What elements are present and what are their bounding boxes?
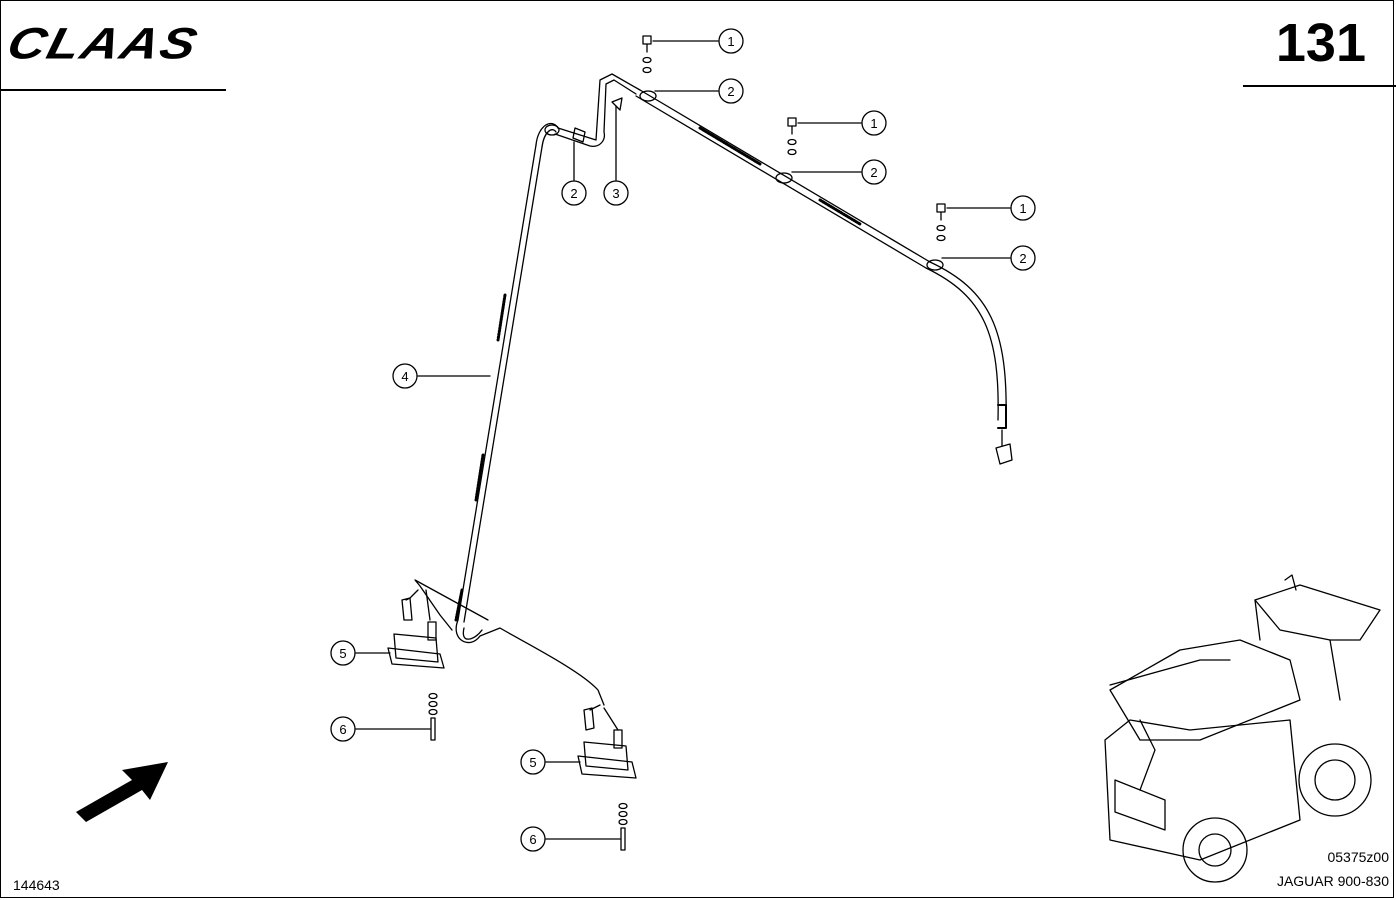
cable-vertical [454, 122, 559, 623]
screws [428, 692, 628, 851]
svg-text:2: 2 [727, 84, 734, 99]
callout-1-b: 1 [861, 110, 887, 136]
svg-text:5: 5 [529, 755, 536, 770]
svg-text:5: 5 [339, 646, 346, 661]
header-rule-left [0, 89, 226, 91]
drawing-number: 144643 [13, 877, 60, 893]
clamps [544, 90, 944, 271]
callout-1-c: 1 [1010, 195, 1036, 221]
callout-3: 3 [603, 180, 629, 206]
callout-4: 4 [392, 363, 418, 389]
svg-text:1: 1 [870, 116, 877, 131]
cable-diagonal [635, 89, 1013, 465]
callout-6-b: 6 [520, 826, 546, 852]
harvester-sketch [1104, 574, 1381, 883]
cable-upper-loop [554, 73, 641, 147]
callout-6-a: 6 [330, 716, 356, 742]
callout-5-a: 5 [330, 640, 356, 666]
callout-5-b: 5 [520, 749, 546, 775]
model-name: JAGUAR 900-830 [1276, 873, 1389, 889]
svg-text:2: 2 [570, 186, 577, 201]
callout-2-a: 2 [718, 78, 744, 104]
callout-1-a: 1 [718, 28, 744, 54]
header-rule-right [1243, 85, 1396, 87]
callout-2-c: 2 [1010, 245, 1036, 271]
svg-text:1: 1 [1019, 201, 1026, 216]
svg-text:2: 2 [870, 165, 877, 180]
svg-text:1: 1 [727, 34, 734, 49]
leader-lines [355, 40, 1011, 840]
cable-lower-harness [401, 579, 623, 749]
callout-2-d: 2 [561, 180, 587, 206]
svg-text:2: 2 [1019, 251, 1026, 266]
direction-arrow-icon [76, 762, 168, 822]
relay-boxes [387, 633, 637, 779]
figure-code: 05375z00 [1327, 849, 1389, 865]
svg-text:4: 4 [401, 369, 408, 384]
svg-text:3: 3 [612, 186, 619, 201]
page-number: 131 [1275, 13, 1366, 73]
bolts [611, 35, 946, 242]
svg-text:6: 6 [339, 722, 346, 737]
callout-2-b: 2 [861, 159, 887, 185]
svg-text:6: 6 [529, 832, 536, 847]
